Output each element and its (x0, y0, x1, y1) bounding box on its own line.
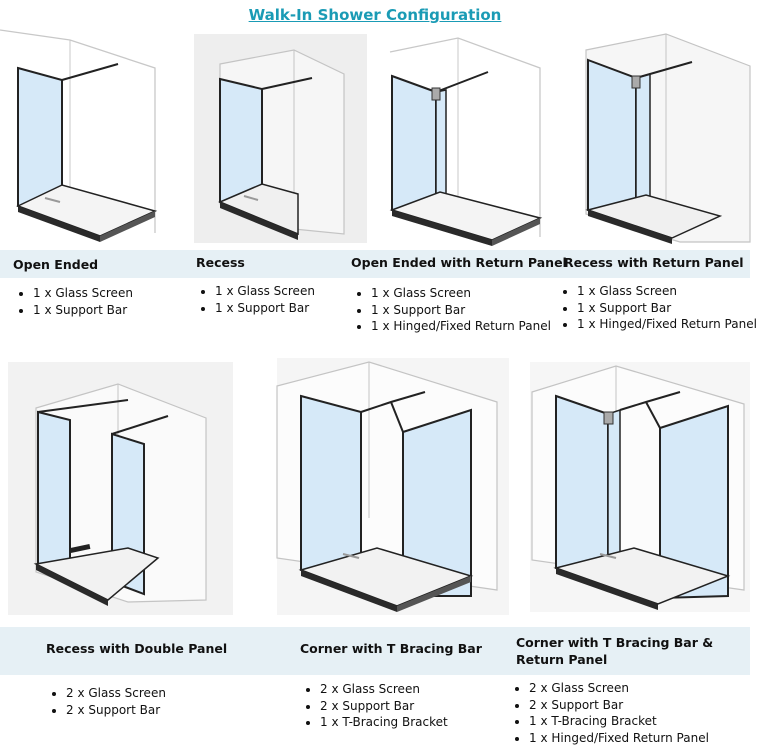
list-item: 1 x Hinged/Fixed Return Panel (371, 318, 551, 335)
item-list-recess: 1 x Glass Screen 1 x Support Bar (197, 283, 315, 316)
illustration-corner-t-bracing-return (530, 362, 750, 612)
illustration-recess-double (8, 362, 233, 615)
list-item: 1 x Support Bar (371, 302, 551, 319)
config-label-open-ended-return: Open Ended with Return Panel (351, 255, 567, 270)
item-list-open-ended: 1 x Glass Screen 1 x Support Bar (15, 285, 133, 318)
illustration-open-ended-return (380, 32, 565, 246)
list-item: 2 x Glass Screen (529, 680, 709, 697)
list-item: 1 x Glass Screen (371, 285, 551, 302)
item-list-corner-t-bracing: 2 x Glass Screen 2 x Support Bar 1 x T-B… (302, 681, 448, 731)
config-label-corner-t-bracing-return: Corner with T Bracing Bar & Return Panel (516, 635, 714, 667)
list-item: 1 x Support Bar (215, 300, 315, 317)
illustration-open-ended (0, 28, 175, 243)
list-item: 1 x Support Bar (577, 300, 757, 317)
list-item: 1 x Support Bar (33, 302, 133, 319)
item-list-recess-double: 2 x Glass Screen 2 x Support Bar (48, 685, 166, 718)
item-list-recess-return: 1 x Glass Screen 1 x Support Bar 1 x Hin… (559, 283, 757, 333)
config-label-recess-return: Recess with Return Panel (564, 255, 744, 270)
illustration-recess-return (580, 30, 751, 245)
list-item: 1 x T-Bracing Bracket (320, 714, 448, 731)
config-label-recess: Recess (196, 255, 245, 270)
list-item: 2 x Support Bar (529, 697, 709, 714)
item-list-open-ended-return: 1 x Glass Screen 1 x Support Bar 1 x Hin… (353, 285, 551, 335)
config-label-corner-t-bracing: Corner with T Bracing Bar (300, 641, 482, 656)
illustration-corner-t-bracing (276, 358, 509, 615)
list-item: 2 x Glass Screen (320, 681, 448, 698)
list-item: 1 x Hinged/Fixed Return Panel (529, 730, 709, 747)
list-item: 1 x Glass Screen (33, 285, 133, 302)
illustration-recess (194, 34, 367, 243)
label-band-bottom (0, 627, 750, 675)
config-label-recess-double: Recess with Double Panel (46, 641, 228, 656)
label-band-top (0, 250, 750, 278)
list-item: 1 x Glass Screen (577, 283, 757, 300)
page-title: Walk-In Shower Configuration (248, 6, 502, 24)
item-list-corner-t-bracing-return: 2 x Glass Screen 2 x Support Bar 1 x T-B… (511, 680, 709, 746)
list-item: 2 x Glass Screen (66, 685, 166, 702)
list-item: 1 x Glass Screen (215, 283, 315, 300)
list-item: 2 x Support Bar (66, 702, 166, 719)
list-item: 1 x T-Bracing Bracket (529, 713, 709, 730)
list-item: 2 x Support Bar (320, 698, 448, 715)
list-item: 1 x Hinged/Fixed Return Panel (577, 316, 757, 333)
config-label-open-ended: Open Ended (13, 257, 99, 272)
